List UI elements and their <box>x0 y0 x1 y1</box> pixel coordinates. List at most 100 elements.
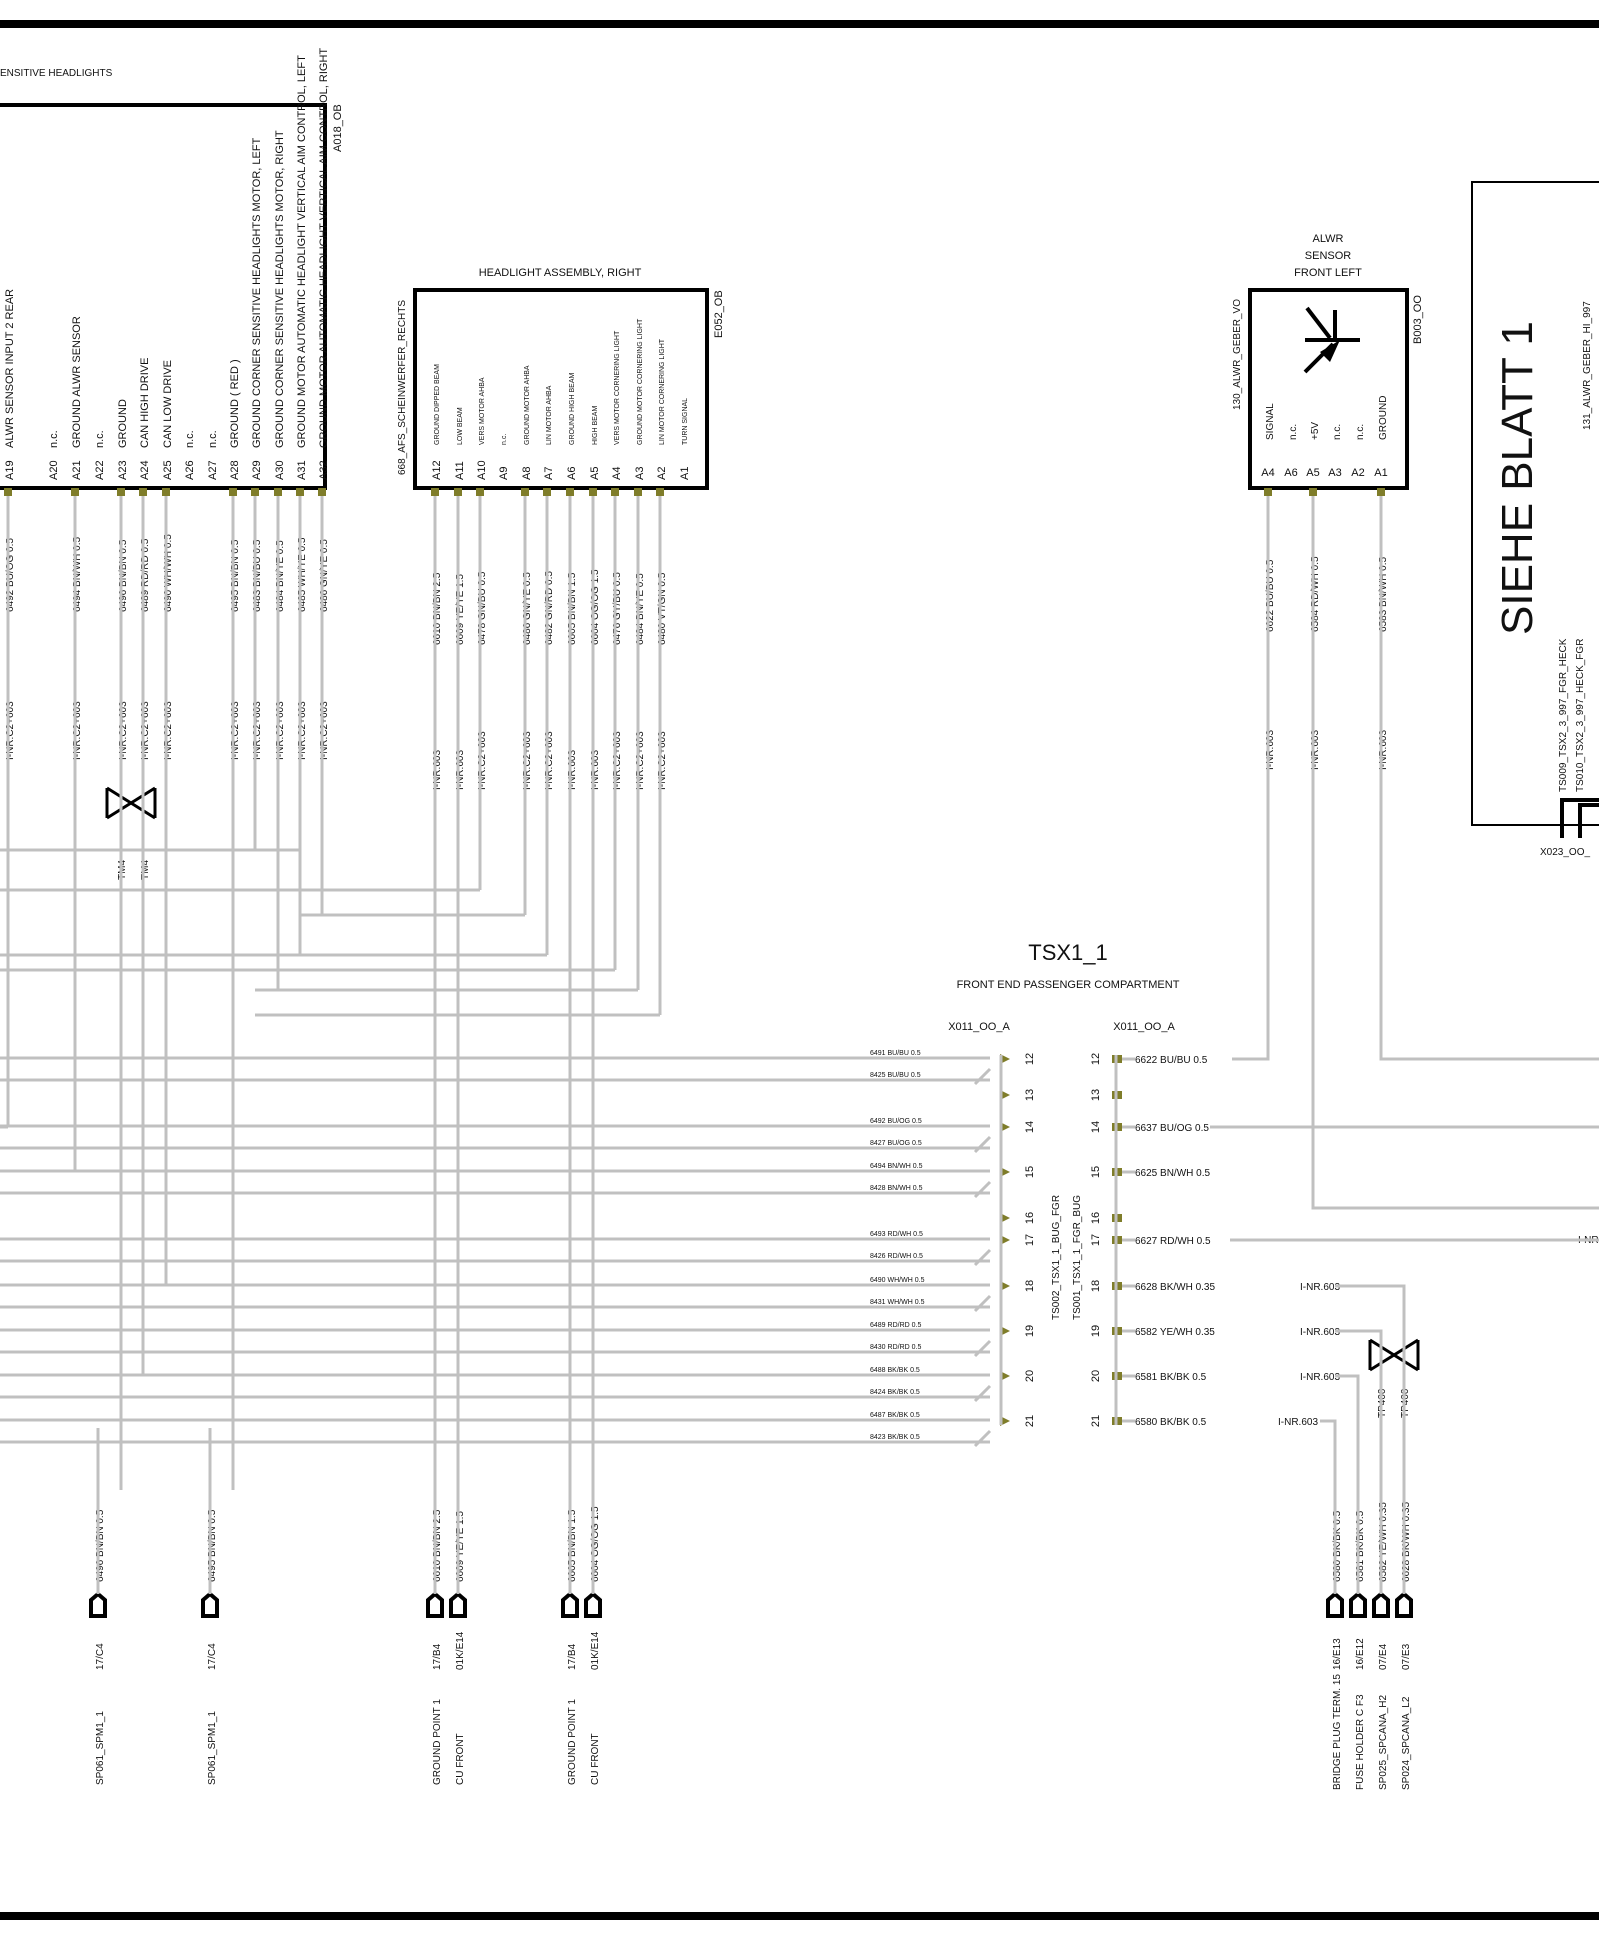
sensor-pin-number: A5 <box>1306 467 1319 479</box>
sensor-title-1: ALWR <box>1313 233 1344 245</box>
bottom-border <box>0 1912 1599 1920</box>
ground-dest: CU FRONT <box>455 1733 466 1785</box>
headlight-pin-label: LOW BEAM <box>457 407 464 445</box>
module-pin-number: A28 <box>229 460 241 480</box>
ground-ref: 17/C4 <box>95 1643 106 1670</box>
module-pin-label: CAN LOW DRIVE <box>162 360 174 448</box>
headlight-pin-terminal <box>454 488 462 496</box>
ground-ref: 01K/E14 <box>590 1631 601 1670</box>
sensor-pin-label: +5V <box>1310 422 1321 440</box>
splice-right-wire-label: 6637 BU/OG 0.5 <box>1135 1123 1209 1134</box>
ground-dest: FUSE HOLDER C F3 <box>1355 1694 1366 1790</box>
ground-wire-label: 6605 BN/BN 1.5 <box>567 1509 578 1582</box>
splice-right-wire-label: 6582 YE/WH 0.35 <box>1135 1327 1215 1338</box>
sensor-pin-terminal <box>1377 488 1385 496</box>
headlight-wire-label: 6486 GN/YE 0.5 <box>522 572 533 645</box>
headlight-pin-terminal <box>521 488 529 496</box>
splice-pin-left: 17 <box>1024 1234 1036 1246</box>
module-inr-label: I-NR.C2+603 <box>319 701 330 760</box>
headlight-wire-label: 6484 BN/YE 0.5 <box>635 573 646 645</box>
headlight-wire-label: 6478 GN/BU 0.5 <box>477 571 488 645</box>
headlight-code: E052_OB <box>713 290 725 338</box>
module-pin-label: GROUND ALWR SENSOR <box>71 316 83 448</box>
module-pin-terminal <box>139 488 147 496</box>
sensor-code: B003_OO <box>1412 295 1424 344</box>
module-pin-number: A21 <box>71 460 83 480</box>
module-wire-label: 6496 BN/BN 0.5 <box>118 539 129 612</box>
splice-title: TSX1_1 <box>1028 940 1108 965</box>
splice-left-wire-label: 6487 BK/BK 0.5 <box>870 1412 920 1419</box>
sensor-wire <box>1379 496 1599 1061</box>
reference-bracket <box>1560 798 1599 838</box>
control-module-code: A018_OB <box>332 104 344 152</box>
sensor-box <box>1248 288 1409 490</box>
splice-pin-right: 21 <box>1090 1415 1102 1427</box>
ground-terminal-icon <box>584 1591 602 1618</box>
module-pin-number: A22 <box>94 460 106 480</box>
splice-vertical-label-1: TS002_TSX1_1_BUG_FGR <box>1051 1195 1062 1320</box>
ground-terminal-icon <box>1395 1591 1413 1618</box>
module-pin-number: A25 <box>162 460 174 480</box>
headlight-pin-label: HIGH BEAM <box>592 406 599 445</box>
module-inr-label: I-NR.C2+603 <box>230 701 241 760</box>
module-pin-terminal <box>274 488 282 496</box>
splice-right-connector: X011_OO_A <box>1113 1021 1175 1033</box>
sensor-pin-label: GROUND <box>1378 396 1389 440</box>
headlight-box <box>413 288 709 490</box>
splice-pin-left: 15 <box>1024 1166 1036 1178</box>
module-pin-number: A26 <box>184 460 196 480</box>
module-pin-label: GROUND CORNER SENSITIVE HEADLIGHTS MOTOR… <box>251 137 263 448</box>
ground-ref: 07/E4 <box>1378 1643 1389 1670</box>
module-wire-label: 6483 BN/BU 0.5 <box>252 539 263 612</box>
module-pin-terminal <box>4 488 12 496</box>
splice-pin-left: 13 <box>1024 1089 1036 1101</box>
reference-sub-label-2: TS010_TSX2_3_997_HECK_FGR <box>1575 639 1586 792</box>
splice-pin-left: 12 <box>1024 1053 1036 1065</box>
sensor-pin-number: A3 <box>1328 467 1341 479</box>
splice-left-wire-label: 6491 BU/BU 0.5 <box>870 1050 921 1057</box>
sensor-inr-label: I-NR.603 <box>1265 730 1276 770</box>
headlight-inr-label: I-NR.C2+603 <box>657 731 668 790</box>
ground-dest: BRIDGE PLUG TERM. 15 <box>1332 1674 1343 1790</box>
module-inr-label: I-NR.C2+603 <box>163 701 174 760</box>
headlight-pin-number: A7 <box>543 467 555 480</box>
headlight-wire-label: 6476 GY/BU 0.5 <box>612 572 623 645</box>
splice-tsx1-1: TSX1_1 FRONT END PASSENGER COMPARTMENT X… <box>870 940 1599 1441</box>
module-inr-label: I-NR.C2+603 <box>140 701 151 760</box>
module-pin-label: GROUND MOTOR AUTOMATIC HEADLIGHT VERTICA… <box>296 55 308 448</box>
ground-terminal-icon <box>89 1591 107 1618</box>
headlight-pin-number: A12 <box>431 460 443 480</box>
reference-frame <box>1471 181 1599 826</box>
sensor-title-2: SENSOR <box>1305 250 1352 262</box>
ground-terminal-icon <box>561 1591 579 1618</box>
splice-left-wire-label: 6494 BN/WH 0.5 <box>870 1163 923 1170</box>
splice-left-wire-label: 8423 BK/BK 0.5 <box>870 1434 920 1441</box>
module-pin-terminal <box>229 488 237 496</box>
splice-pin-right: 17 <box>1090 1234 1102 1246</box>
headlight-inr-label: I-NR.C2+603 <box>612 731 623 790</box>
splice-pin-right: 13 <box>1090 1089 1102 1101</box>
ground-ref: 17/B4 <box>567 1643 578 1670</box>
headlight-pin-label: GROUND HIGH BEAM <box>569 372 576 445</box>
ground-terminal-icon <box>1349 1591 1367 1618</box>
splice-arrow <box>973 1294 992 1313</box>
splice-left-wire-label: 8430 RD/RD 0.5 <box>870 1344 921 1351</box>
ground-terminal-icon <box>1326 1591 1344 1618</box>
headlight-wire-label: 6610 BN/BN 2.5 <box>432 572 443 645</box>
twist-pair-right <box>1368 1338 1420 1372</box>
ground-dest: SP061_SPM1_1 <box>207 1711 218 1785</box>
splice-right-inr-label: I-NR.603 <box>1278 1417 1318 1428</box>
module-pin-number: A24 <box>139 460 151 480</box>
splice-ground-route <box>1320 1419 1337 1428</box>
sensor-inr-label: I-NR.603 <box>1378 730 1389 770</box>
splice-left-wire-label: 6492 BU/OG 0.5 <box>870 1118 922 1125</box>
headlight-pin-label: LIN MOTOR AHBA <box>546 385 553 445</box>
headlight-title: HEADLIGHT ASSEMBLY, RIGHT <box>479 267 642 279</box>
headlight-pin-number: A6 <box>566 467 578 480</box>
headlight-inr-label: I-NR.603 <box>432 750 443 790</box>
headlight-wire-label: 6482 GN/RD 0.5 <box>544 571 555 645</box>
headlight-pin-number: A9 <box>498 467 510 480</box>
module-inr-label: I-NR.C2+603 <box>252 701 263 760</box>
